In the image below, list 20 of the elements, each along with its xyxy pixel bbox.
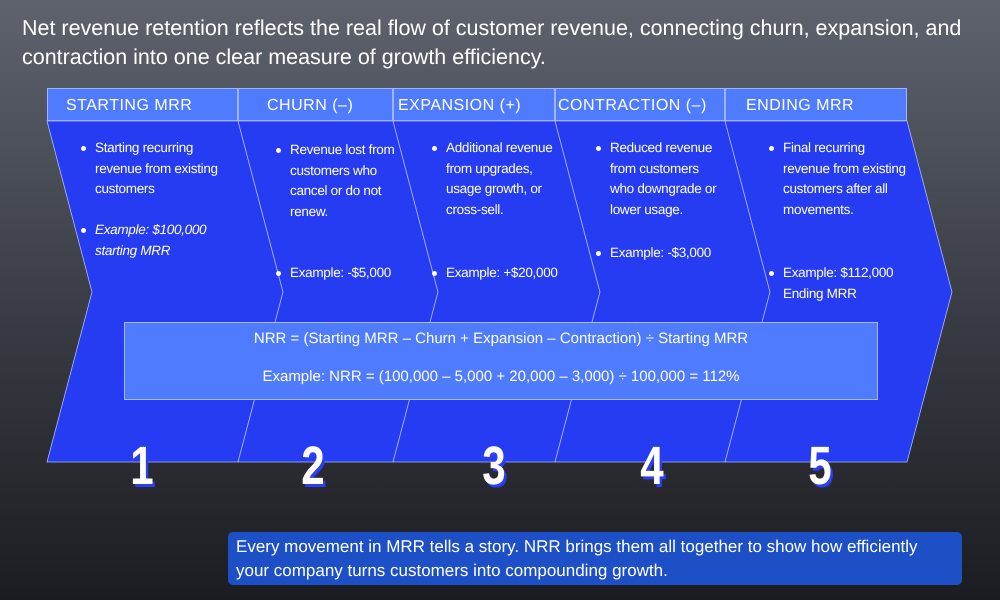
formula-box (124, 322, 878, 400)
headline: Net revenue retention reflects the real flow of customer revenue, connecting churn, expansion, and contraction into one clear measure of growth efficiency. (22, 15, 962, 71)
bullet-text: Example: $112,000 Ending MRR (783, 264, 894, 303)
bullet-text: Example: $100,000 starting MRR (95, 221, 208, 260)
column-header: STARTING MRR (47, 88, 238, 121)
bullet-text: Starting recurring revenue from existing customers (95, 139, 219, 198)
bullet-text: Reduced revenue from customers who downgrade or lower usage. (610, 139, 718, 219)
formula-text: NRR = (Starting MRR – Churn + Expansion – Contraction) ÷ Starting MRR (252, 330, 750, 347)
bullet-text: Revenue lost from customers who cancel or do not renew. (290, 141, 396, 220)
bullet-text: Additional revenue from upgrades, usage growth, or cross-sell. (446, 139, 554, 218)
bullet-text: Final recurring revenue from existing customers after all movements. (783, 139, 907, 218)
bullet-text: Example: +$20,000 (446, 264, 558, 282)
footer-note: Every movement in MRR tells a story. NRR brings them all together to show how efficiently your company turns customers into compounding growth. (228, 532, 962, 585)
bullet-text: Example: -$3,000 (610, 244, 712, 262)
column-header: EXPANSION (+) (393, 88, 555, 121)
column-header: ENDING MRR (725, 88, 907, 121)
formula-text: Example: NRR = (100,000 – 5,000 + 20,000 – 3,000) ÷ 100,000 = 112% (261, 368, 741, 385)
column-header: CONTRACTION (–) (555, 88, 725, 121)
column-header: CHURN (–) (238, 88, 393, 121)
bullet-text: Example: -$5,000 (290, 264, 392, 282)
